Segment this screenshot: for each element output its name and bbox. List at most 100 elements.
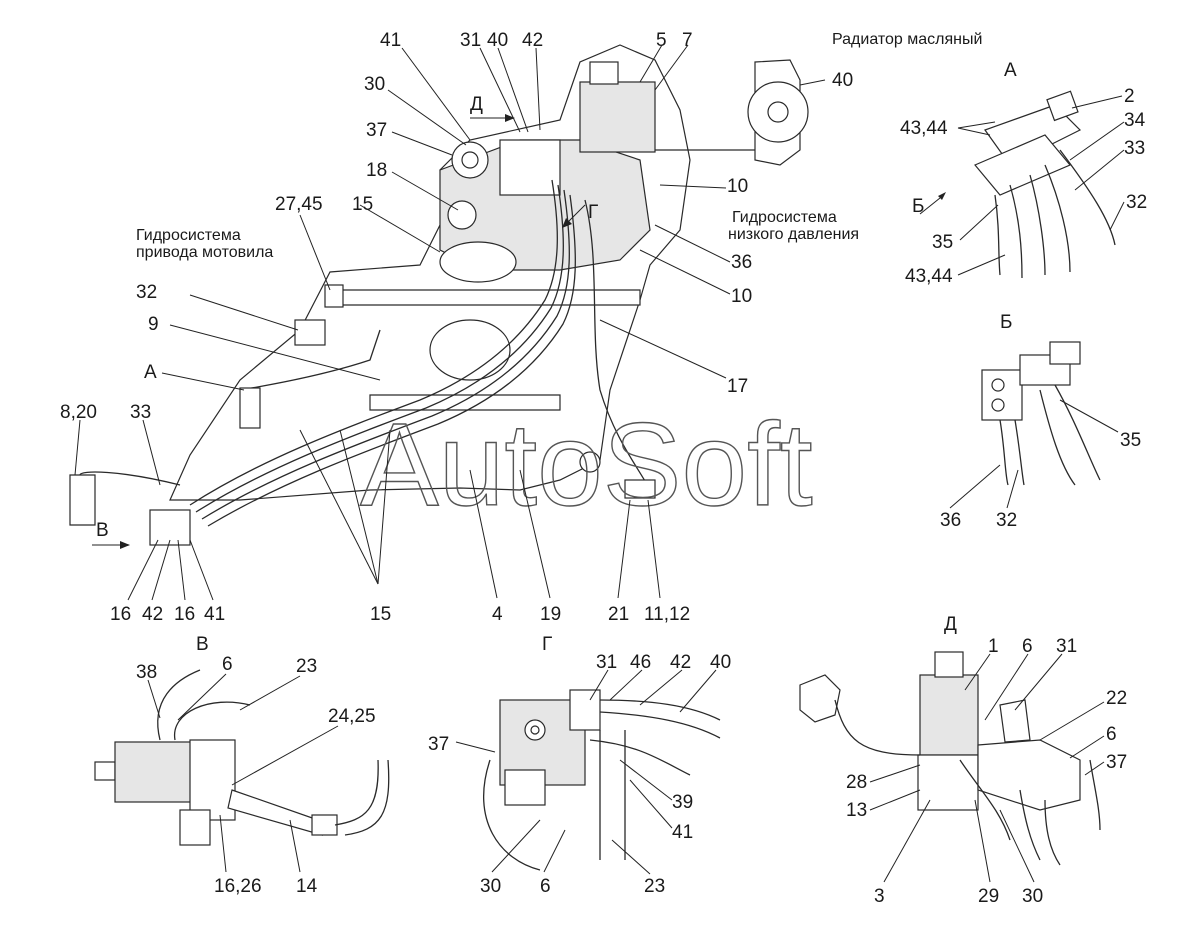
leader-lines-main xyxy=(74,44,826,601)
main-assembly xyxy=(69,44,761,546)
label-41: 41 xyxy=(380,30,401,51)
view-a-title: А xyxy=(1004,60,1017,81)
view-v-label-6: 6 xyxy=(222,654,233,675)
label-a: А xyxy=(144,362,157,383)
label-30: 30 xyxy=(364,74,385,95)
view-d-label-29: 29 xyxy=(978,886,999,907)
caption-low-pressure-1: Гидросистема xyxy=(732,209,837,226)
view-d-label-37: 37 xyxy=(1106,752,1127,773)
view-g-label-6: 6 xyxy=(540,876,551,897)
label-10b: 10 xyxy=(731,286,752,307)
view-a-label-35: 35 xyxy=(932,232,953,253)
view-b: Б 35 36 32 xyxy=(940,312,1141,531)
label-16a: 16 xyxy=(110,604,131,625)
view-a-label-33: 33 xyxy=(1124,138,1145,159)
view-a-label-2: 2 xyxy=(1124,86,1135,107)
beam-lower xyxy=(369,394,561,411)
label-37: 37 xyxy=(366,120,387,141)
label-9: 9 xyxy=(148,314,159,335)
view-g-label-23: 23 xyxy=(644,876,665,897)
view-g-label-46: 46 xyxy=(630,652,651,673)
label-32: 32 xyxy=(136,282,157,303)
label-15a: 15 xyxy=(352,194,373,215)
label-40: 40 xyxy=(487,30,508,51)
view-v-title: В xyxy=(196,634,209,655)
view-b-label-32: 32 xyxy=(996,510,1017,531)
view-v: В 38 6 23 24,25 16,26 14 xyxy=(94,634,390,897)
view-d-label-6a: 6 xyxy=(1022,636,1033,657)
label-d-arrow: Д xyxy=(470,94,483,115)
hose-reel-1 xyxy=(239,329,381,391)
beam-upper xyxy=(329,289,641,306)
caption-low-pressure-2: низкого давления xyxy=(728,226,859,243)
tensioner xyxy=(447,200,477,230)
view-a-label-43-44b: 43,44 xyxy=(905,266,953,287)
fitting-round xyxy=(579,451,601,473)
view-g-title: Г xyxy=(542,634,552,655)
hose-return xyxy=(584,199,651,491)
label-v: В xyxy=(96,520,109,541)
label-42b: 42 xyxy=(142,604,163,625)
main-labels: 41 31 40 42 5 7 30 37 18 27,45 15 32 9 А… xyxy=(60,30,853,625)
label-11-12: 11,12 xyxy=(644,604,690,625)
view-v-label-24-25: 24,25 xyxy=(328,706,376,727)
view-d-label-1: 1 xyxy=(988,636,999,657)
hydraulic-tank xyxy=(579,81,656,153)
oil-radiator xyxy=(747,59,809,166)
view-g-label-39: 39 xyxy=(672,792,693,813)
view-g-label-30: 30 xyxy=(480,876,501,897)
drive-wheel xyxy=(429,319,511,381)
view-d-title: Д xyxy=(944,614,957,635)
view-a-label-43-44a: 43,44 xyxy=(900,118,948,139)
view-d-label-28: 28 xyxy=(846,772,867,793)
view-g-label-40: 40 xyxy=(710,652,731,673)
label-7: 7 xyxy=(682,30,693,51)
view-d-label-3: 3 xyxy=(874,886,885,907)
label-33: 33 xyxy=(130,402,151,423)
reel-valve xyxy=(294,319,326,346)
view-d-label-31: 31 xyxy=(1056,636,1077,657)
view-g-label-37: 37 xyxy=(428,734,449,755)
caption-reel-drive-2: привода мотовила xyxy=(136,244,273,261)
hose-8-20 xyxy=(79,471,181,486)
view-arrows xyxy=(92,114,586,549)
label-4: 4 xyxy=(492,604,503,625)
label-31: 31 xyxy=(460,30,481,51)
filter-21 xyxy=(624,479,656,499)
pump-cluster xyxy=(499,139,561,196)
watermark-text: AutoSoft xyxy=(360,399,813,531)
hose-bundle-4 xyxy=(207,194,576,527)
view-a-label-32: 32 xyxy=(1126,192,1147,213)
view-a-label-34: 34 xyxy=(1124,110,1146,131)
hose-bundle-1 xyxy=(189,179,558,506)
view-g: Г 31 46 42 40 37 39 41 30 6 23 xyxy=(428,634,731,897)
view-a: А 2 43,44 34 33 Б 32 35 43,44 xyxy=(900,60,1147,287)
pump-v xyxy=(149,509,191,546)
view-d-label-30: 30 xyxy=(1022,886,1043,907)
label-41b: 41 xyxy=(204,604,225,625)
view-g-label-41: 41 xyxy=(672,822,693,843)
label-42: 42 xyxy=(522,30,543,51)
label-40r: 40 xyxy=(832,70,853,91)
view-v-label-16-26: 16,26 xyxy=(214,876,262,897)
tank-filter xyxy=(589,61,619,85)
label-21: 21 xyxy=(608,604,629,625)
hose-bundle-2 xyxy=(195,184,564,513)
label-17: 17 xyxy=(727,376,748,397)
label-36: 36 xyxy=(731,252,752,273)
view-d-label-22: 22 xyxy=(1106,688,1127,709)
reel-fitting xyxy=(324,284,344,308)
view-a-label-b: Б xyxy=(912,196,924,217)
view-v-label-38: 38 xyxy=(136,662,157,683)
label-18: 18 xyxy=(366,160,387,181)
label-5: 5 xyxy=(656,30,667,51)
valve-block-a xyxy=(239,387,261,429)
label-g-arrow: Г xyxy=(588,202,598,223)
hose-bundle-3 xyxy=(201,189,570,520)
label-19: 19 xyxy=(540,604,561,625)
view-d: Д 1 6 31 22 6 37 28 13 3 29 30 xyxy=(799,614,1127,907)
label-16b: 16 xyxy=(174,604,195,625)
view-v-label-23: 23 xyxy=(296,656,317,677)
